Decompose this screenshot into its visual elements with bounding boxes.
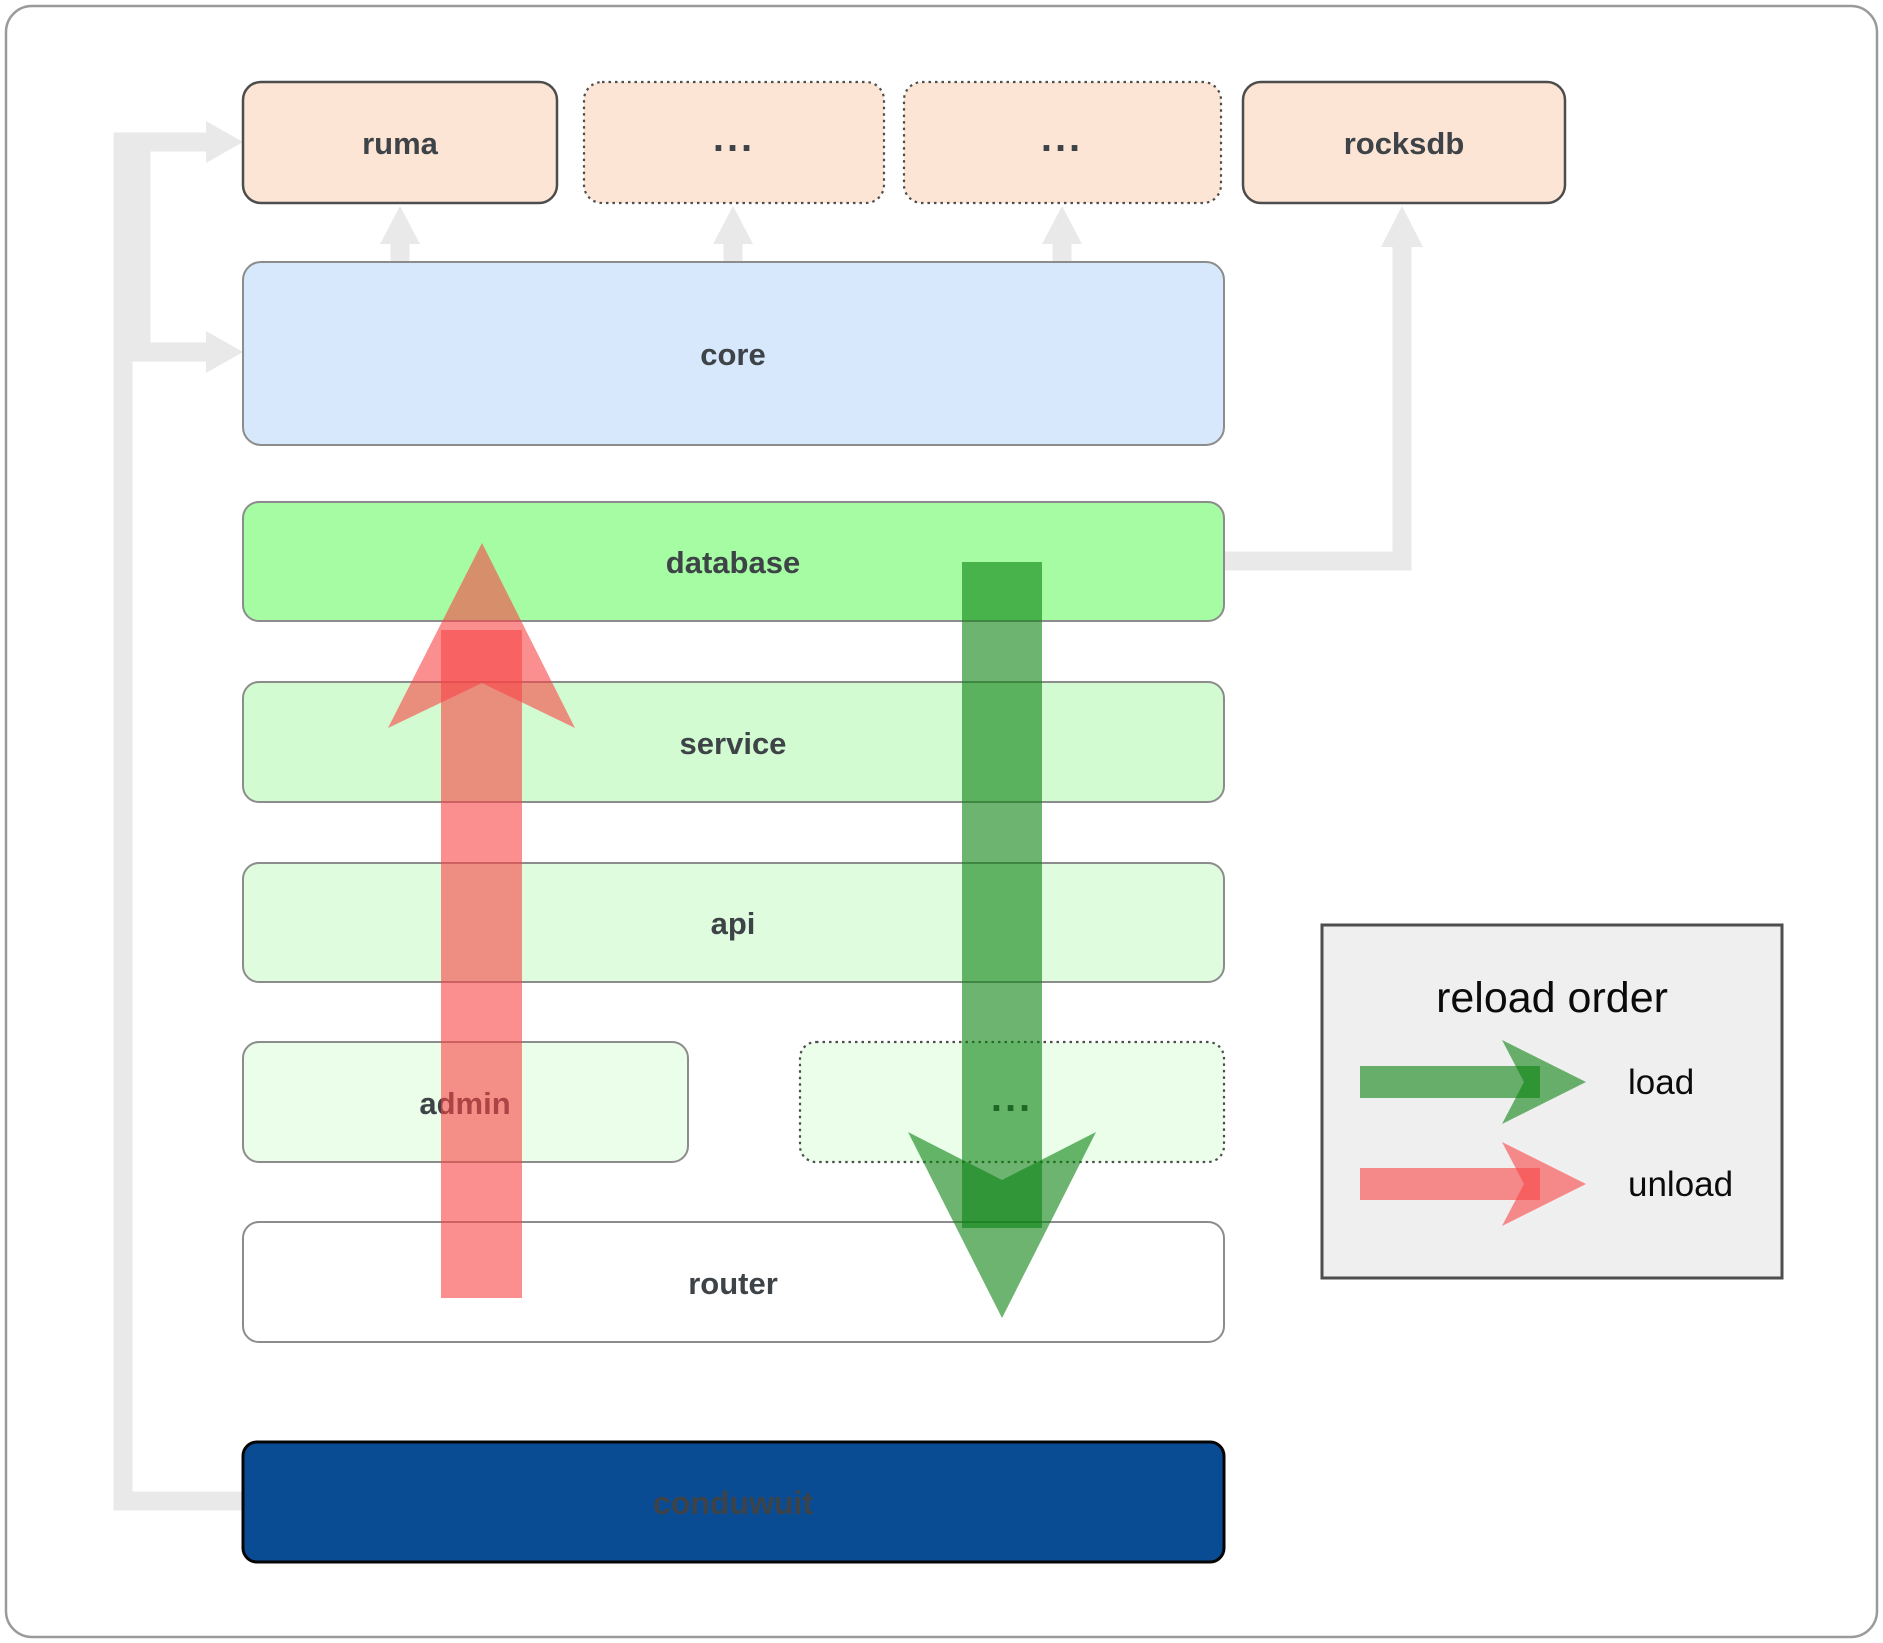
node-api-label: api: [711, 906, 756, 941]
legend-unload-label: unload: [1628, 1165, 1733, 1204]
node-ruma-label: ruma: [362, 126, 439, 161]
node-conduwuit-label: conduwuit: [653, 1485, 813, 1521]
arrowhead-into-rocksdb-icon: [1381, 206, 1423, 247]
node-router-label: router: [688, 1266, 778, 1301]
legend-unload-arrow-shaft: [1360, 1168, 1540, 1200]
connector-database-to-rocksdb: [1224, 247, 1412, 571]
unload-arrow-head-icon: [388, 543, 575, 728]
load-arrow-head-icon: [908, 1132, 1096, 1318]
unload-arrow: [388, 543, 575, 1298]
arrowhead-into-core-icon: [206, 331, 243, 373]
node-dots-top-right-label: ...: [1041, 116, 1083, 160]
arrow-core-to-ruma-head-icon: [380, 206, 420, 244]
node-ruma: [241, 80, 559, 205]
legend-title: reload order: [1436, 974, 1668, 1022]
legend-load-label: load: [1628, 1063, 1694, 1102]
load-arrow: [908, 562, 1096, 1318]
arrow-core-to-dots1-head-icon: [713, 206, 753, 244]
unload-arrow-shaft: [441, 630, 522, 1298]
page-frame: [4, 4, 1879, 1639]
node-dots-top-right: [902, 80, 1223, 205]
legend-load-arrow-head-icon: [1502, 1040, 1586, 1124]
node-service-label: service: [680, 726, 787, 761]
arrowhead-into-ruma-icon: [206, 121, 243, 163]
node-database-label: database: [666, 545, 800, 580]
node-conduwuit: [241, 1440, 1226, 1564]
legend-box: [1320, 923, 1784, 1280]
connector-branch-to-core: [131, 146, 206, 362]
connector-conduwuit-to-ruma: [113, 132, 243, 1511]
legend-load-arrow-shaft: [1360, 1066, 1540, 1098]
node-core: [242, 261, 1225, 446]
node-rocksdb-label: rocksdb: [1344, 126, 1465, 161]
legend-unload-arrow-head-icon: [1502, 1142, 1586, 1226]
node-dots-top-left-label: ...: [713, 116, 755, 160]
connector-group: [113, 121, 1423, 1511]
node-core-label: core: [700, 337, 765, 372]
node-rocksdb: [1241, 80, 1567, 205]
legend: reload order load unload: [1320, 923, 1784, 1280]
arrow-core-to-dots2-head-icon: [1042, 206, 1082, 244]
load-arrow-shaft: [962, 562, 1042, 1228]
node-dots-top-left: [582, 80, 886, 205]
